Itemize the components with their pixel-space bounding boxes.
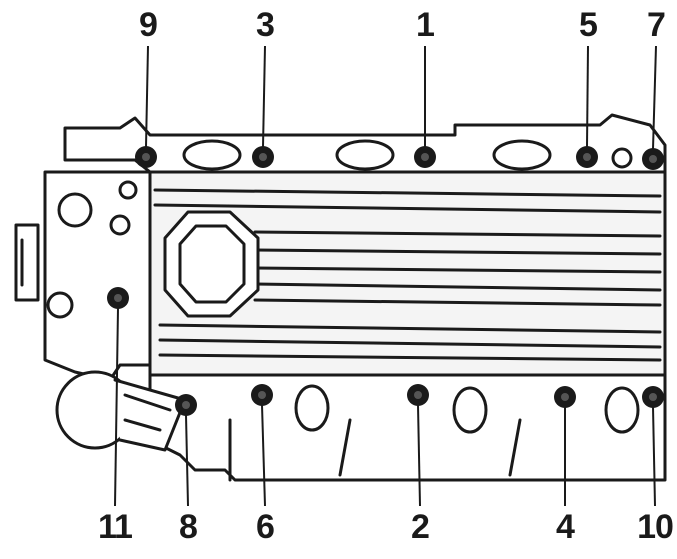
bolt-center bbox=[649, 393, 657, 401]
bolt-sequence-label: 6 bbox=[256, 508, 275, 546]
bolt-sequence-label: 9 bbox=[139, 6, 158, 44]
bottom-rail bbox=[148, 373, 667, 482]
bolt-center bbox=[421, 153, 429, 161]
bolt-center bbox=[258, 391, 266, 399]
octagonal-flange bbox=[163, 210, 260, 318]
bolt-sequence-label: 5 bbox=[579, 6, 598, 44]
bolt-sequence-label: 2 bbox=[411, 508, 430, 546]
end-plate bbox=[14, 170, 152, 382]
leader-line bbox=[262, 45, 266, 148]
bolt-sequence-label: 1 bbox=[416, 6, 435, 44]
bolt-center bbox=[414, 391, 422, 399]
leader-line bbox=[185, 414, 189, 507]
bolt-sequence-label: 10 bbox=[637, 508, 674, 546]
leader-line bbox=[145, 45, 149, 148]
leader-line bbox=[114, 307, 119, 507]
leader-line bbox=[586, 45, 589, 148]
bolt-center bbox=[142, 153, 150, 161]
bolt-sequence-label: 7 bbox=[647, 6, 666, 44]
bolt-sequence-label: 3 bbox=[256, 6, 275, 44]
bolt-center bbox=[649, 155, 657, 163]
lower-left-housing bbox=[55, 370, 187, 452]
bolt-center bbox=[182, 401, 190, 409]
bolt-center bbox=[583, 153, 591, 161]
leader-line bbox=[652, 45, 657, 150]
bolt-center bbox=[561, 393, 569, 401]
bolt-center bbox=[259, 153, 267, 161]
bolt-sequence-label: 8 bbox=[179, 508, 198, 546]
bolt-sequence-label: 4 bbox=[556, 508, 575, 546]
leader-line bbox=[417, 404, 421, 507]
bolt-center bbox=[114, 294, 122, 302]
leader-line bbox=[261, 404, 266, 507]
leader-line bbox=[652, 406, 656, 507]
bolt-sequence-label: 11 bbox=[98, 508, 133, 546]
